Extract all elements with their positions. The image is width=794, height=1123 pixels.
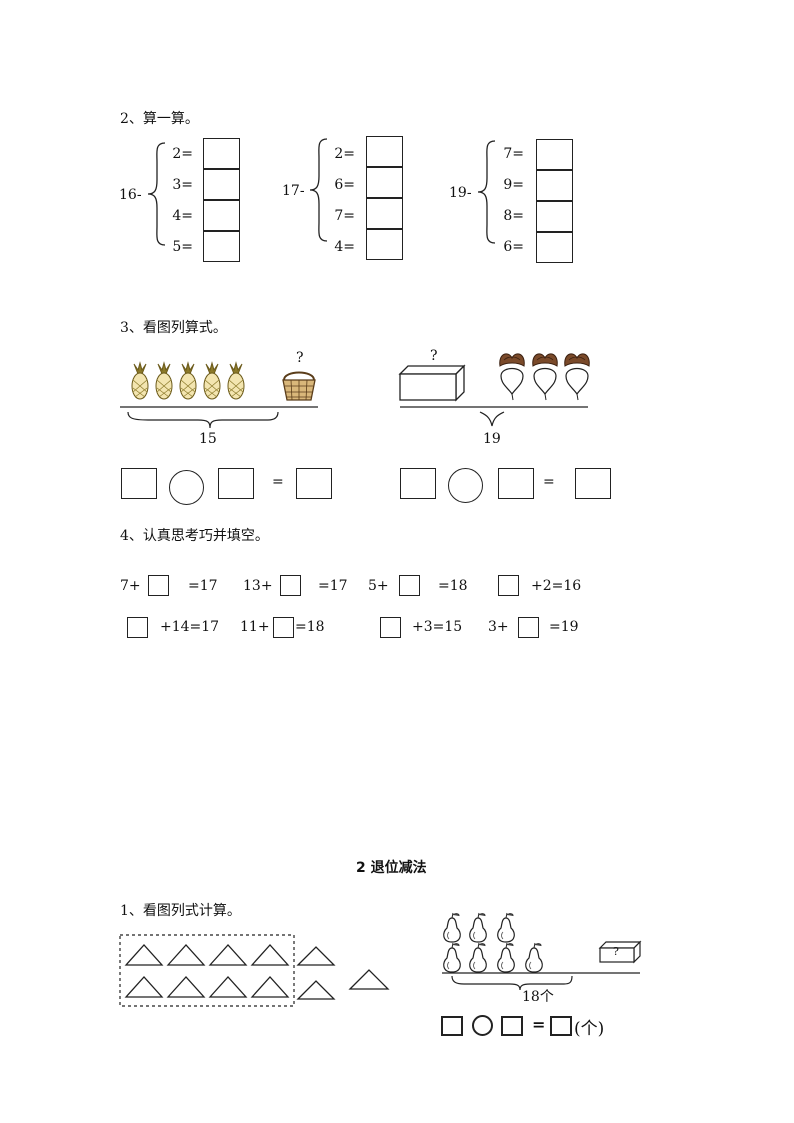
answer-box[interactable] bbox=[203, 138, 240, 169]
answer-box[interactable] bbox=[366, 229, 403, 260]
equation-prefix: 5+ bbox=[368, 578, 389, 594]
answer-box[interactable] bbox=[575, 468, 611, 499]
equation-label: 9= bbox=[503, 177, 524, 193]
radish-group-icon bbox=[499, 353, 590, 401]
answer-box[interactable] bbox=[121, 468, 157, 499]
group-base: 19- bbox=[449, 185, 472, 201]
brace-icon bbox=[309, 138, 328, 242]
equation-label: 2= bbox=[334, 146, 355, 162]
equation-prefix: 7+ bbox=[120, 578, 141, 594]
equation-label: 4= bbox=[172, 208, 193, 224]
answer-box[interactable] bbox=[536, 232, 573, 263]
equals-sign: = bbox=[272, 474, 284, 490]
answer-box[interactable] bbox=[203, 200, 240, 231]
unit-label: (个) bbox=[574, 1019, 605, 1039]
box-icon bbox=[398, 364, 466, 402]
equation-suffix: +2=16 bbox=[531, 578, 582, 594]
equation-label: 3= bbox=[172, 177, 193, 193]
answer-box[interactable] bbox=[203, 169, 240, 200]
fill-blank-box[interactable] bbox=[148, 575, 169, 596]
part2-heading: 1、看图列式计算。 bbox=[120, 903, 241, 919]
equals-sign: = bbox=[543, 474, 555, 490]
brace-icon bbox=[147, 142, 166, 246]
operator-circle[interactable] bbox=[169, 470, 204, 505]
triangles-picture bbox=[119, 934, 390, 1007]
equation-label: 4= bbox=[334, 239, 355, 255]
equation-label: 8= bbox=[503, 208, 524, 224]
fill-blank-box[interactable] bbox=[498, 575, 519, 596]
equation-suffix: =18 bbox=[438, 578, 468, 594]
fill-blank-box[interactable] bbox=[380, 617, 401, 638]
answer-box[interactable] bbox=[296, 468, 332, 499]
equation-label: 6= bbox=[503, 239, 524, 255]
fill-blank-box[interactable] bbox=[273, 617, 294, 638]
answer-box[interactable] bbox=[536, 201, 573, 232]
answer-box[interactable] bbox=[366, 136, 403, 167]
fill-blank-box[interactable] bbox=[280, 575, 301, 596]
answer-box[interactable] bbox=[400, 468, 436, 499]
answer-box[interactable] bbox=[498, 468, 534, 499]
answer-box[interactable] bbox=[536, 170, 573, 201]
equation-suffix: =18 bbox=[295, 619, 325, 635]
equation-suffix: =17 bbox=[318, 578, 348, 594]
operator-circle[interactable] bbox=[448, 468, 483, 503]
equation-suffix: +3=15 bbox=[412, 619, 463, 635]
answer-box[interactable] bbox=[203, 231, 240, 262]
answer-box[interactable] bbox=[441, 1016, 463, 1036]
fill-blank-box[interactable] bbox=[127, 617, 148, 638]
equation-label: 2= bbox=[172, 146, 193, 162]
equation-prefix: 3+ bbox=[488, 619, 509, 635]
brace-icon bbox=[477, 140, 496, 244]
section3-heading: 3、看图列算式。 bbox=[120, 320, 227, 336]
equation-suffix: +14=17 bbox=[160, 619, 220, 635]
operator-circle[interactable] bbox=[472, 1015, 493, 1036]
answer-box[interactable] bbox=[218, 468, 254, 499]
equation-label: 5= bbox=[172, 239, 193, 255]
equation-label: 7= bbox=[334, 208, 355, 224]
equation-label: 7= bbox=[503, 146, 524, 162]
question-mark: ? bbox=[296, 350, 304, 366]
group-base: 16- bbox=[119, 187, 142, 203]
equation-prefix: 13+ bbox=[243, 578, 273, 594]
total-label: 15 bbox=[199, 431, 217, 447]
total-label: 19 bbox=[483, 431, 501, 447]
equation-suffix: =17 bbox=[188, 578, 218, 594]
equation-label: 6= bbox=[334, 177, 355, 193]
total-count-label: 18个 bbox=[522, 989, 554, 1005]
equation-prefix: 11+ bbox=[240, 619, 270, 635]
pineapple-group-icon bbox=[131, 361, 245, 400]
baseline-line bbox=[400, 406, 588, 427]
section2-heading: 2、算一算。 bbox=[120, 111, 199, 127]
answer-box[interactable] bbox=[366, 198, 403, 229]
box-question-mark: ? bbox=[613, 945, 619, 958]
section4-heading: 4、认真思考巧并填空。 bbox=[120, 528, 269, 544]
answer-box[interactable] bbox=[536, 139, 573, 170]
pears-picture bbox=[442, 912, 642, 991]
part2-title: 2 退位减法 bbox=[356, 860, 427, 876]
question-mark: ? bbox=[430, 348, 438, 364]
group-base: 17- bbox=[282, 183, 305, 199]
basket-icon bbox=[282, 371, 316, 401]
baseline-line bbox=[120, 406, 318, 429]
fill-blank-box[interactable] bbox=[518, 617, 539, 638]
answer-box[interactable] bbox=[550, 1016, 572, 1036]
answer-box[interactable] bbox=[366, 167, 403, 198]
fill-blank-box[interactable] bbox=[399, 575, 420, 596]
answer-box[interactable] bbox=[501, 1016, 523, 1036]
equation-suffix: =19 bbox=[549, 619, 579, 635]
equals-sign: = bbox=[532, 1015, 546, 1034]
